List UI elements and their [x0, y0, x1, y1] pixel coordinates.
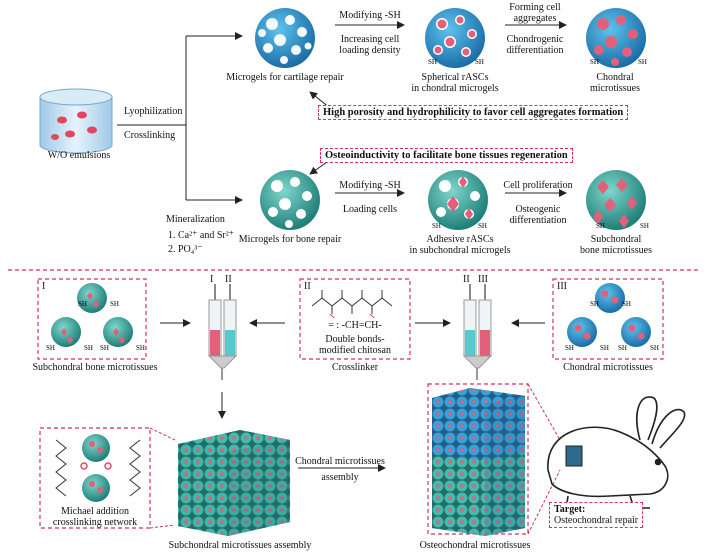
sh-marker: SH: [596, 222, 605, 230]
sh-marker: SH: [136, 344, 145, 352]
subchondral-microtissue-icon: [586, 170, 646, 230]
cartilage-arrow2-top-1: Forming cell: [509, 2, 561, 13]
chitosan-structure-icon: [311, 290, 393, 319]
sh-marker: SH: [590, 58, 599, 66]
sub-assembly-label: Subchondral microtissues assembly: [168, 540, 312, 551]
bone-microgel-icon: [260, 170, 320, 230]
syringe-left-icon: [207, 284, 238, 380]
cartilage-arrow1-bottom-2: loading density: [339, 45, 401, 56]
syringe1-label-b: II: [225, 274, 232, 285]
box3-label: Chondral microtissues: [563, 362, 653, 373]
sh-marker: SH: [428, 58, 437, 66]
osteochondral-icon: [432, 388, 525, 536]
sh-marker: SH: [432, 222, 441, 230]
sh-marker: SH: [590, 300, 599, 308]
cartilage-cells-label-2: in chondral microgels: [411, 83, 499, 94]
sh-marker: SH: [565, 344, 574, 352]
cartilage-arrow1-bottom-1: Increasing cell: [340, 34, 400, 45]
target-desc: Osteochondral repair: [554, 515, 639, 526]
mineral-step1: 1. Ca²⁺ and Sr²⁺: [168, 230, 234, 241]
sh-marker: SH: [78, 300, 87, 308]
crosslinker-tag: II: [304, 281, 311, 292]
sh-marker: SH: [638, 58, 647, 66]
mineral-step2: 2. PO₄³⁻: [168, 244, 203, 255]
syringe2-label-b: III: [478, 274, 488, 285]
box-osteochondral: [427, 383, 529, 535]
lyophilization-label: Lyophilization: [124, 106, 183, 117]
crosslinker-legend: = : -CH=CH-: [328, 320, 382, 331]
syringe1-label-a: I: [210, 274, 214, 285]
box-crosslinker: [299, 278, 411, 360]
sh-marker: SH: [640, 222, 649, 230]
bone-arrow2-top: Cell proliferation: [503, 180, 573, 191]
assembly-arrow-label-1: Chondral microtissues: [295, 456, 385, 467]
cartilage-microgel-label: Microgels for cartilage repair: [226, 72, 344, 83]
cartilage-arrow2-bottom-2: differentiation: [506, 45, 564, 56]
subchondral-tissue-label-2: bone microtissues: [580, 245, 652, 256]
sh-marker: SH: [46, 344, 55, 352]
crosslinker-desc-2: modified chitosan: [319, 345, 391, 356]
cartilage-feature-box: High porosity and hydrophilicity to favo…: [318, 105, 629, 120]
flow-lines: [117, 21, 567, 472]
box1-tag: I: [42, 281, 46, 292]
rabbit-icon: [547, 396, 686, 511]
emulsion-container-icon: [39, 88, 113, 154]
cartilage-arrow2-bottom-1: Chondrogenic: [506, 34, 564, 45]
subchondral-tissue-label-1: Subchondral: [590, 234, 642, 245]
target-box: Target: Osteochondral repair: [549, 502, 644, 528]
bone-cells-label-2: in subchondral microgels: [409, 245, 511, 256]
bone-arrow1-bottom: Loading cells: [342, 204, 398, 215]
cartilage-arrow1-top: Modifying -SH: [339, 10, 401, 21]
network-label-1: Michael addition: [60, 506, 130, 517]
sh-marker: SH: [600, 344, 609, 352]
bone-cells-label-1: Adhesive rASCs: [426, 234, 494, 245]
cartilage-cells-label-1: Spherical rASCs: [421, 72, 489, 83]
box1-label: Subchondral bone microtissues: [32, 362, 158, 373]
emulsion-label: W/O emulsions: [47, 150, 111, 161]
cartilage-cells-icon: [425, 8, 485, 68]
network-icon: [55, 434, 141, 502]
cartilage-microgel-icon: [255, 8, 315, 68]
crosslinker-label: Crosslinker: [331, 362, 379, 373]
bone-cells-icon: [428, 170, 488, 230]
crosslinking-label: Crosslinking: [124, 130, 176, 141]
crosslinker-desc-1: Double bonds-: [325, 334, 385, 345]
bone-feature-box: Osteoinductivity to facilitate bone tiss…: [320, 148, 573, 163]
box-chondral: [552, 278, 664, 360]
box3-tag: III: [557, 281, 567, 292]
bone-arrow2-bottom-1: Osteogenic: [515, 204, 561, 215]
bone-microgel-label: Microgels for bone repair: [238, 234, 342, 245]
bone-arrow2-bottom-2: differentiation: [509, 215, 567, 226]
chondral-tissue-label-2: microtissues: [590, 83, 640, 94]
chondral-microtissue-icon: [586, 8, 646, 68]
syringe-right-icon: [462, 284, 493, 380]
sh-marker: SH: [650, 344, 659, 352]
osteo-label: Osteochondral microtissues: [419, 540, 531, 551]
sh-marker: SH: [478, 222, 487, 230]
target-title: Target:: [554, 504, 586, 515]
sh-marker: SH: [622, 300, 631, 308]
bone-arrow1-top: Modifying -SH: [339, 180, 401, 191]
assembly-arrow-label-2: assembly: [321, 472, 359, 483]
sh-marker: SH: [475, 58, 484, 66]
sh-marker: SH: [110, 300, 119, 308]
subchondral-assembly-icon: [178, 430, 290, 536]
subchondral-trio-icon: [51, 283, 133, 347]
chondral-trio-icon: [567, 283, 651, 347]
cartilage-arrow2-top-2: aggregates: [513, 13, 557, 24]
mineralization-label: Mineralization: [166, 214, 225, 225]
chondral-tissue-label-1: Chondral: [596, 72, 634, 83]
box-subchondral: [37, 278, 147, 360]
network-label-2: crosslinking network: [52, 517, 138, 528]
sh-marker: SH: [618, 344, 627, 352]
sh-marker: SH: [100, 344, 109, 352]
syringe2-label-a: II: [463, 274, 470, 285]
sh-marker: SH: [84, 344, 93, 352]
